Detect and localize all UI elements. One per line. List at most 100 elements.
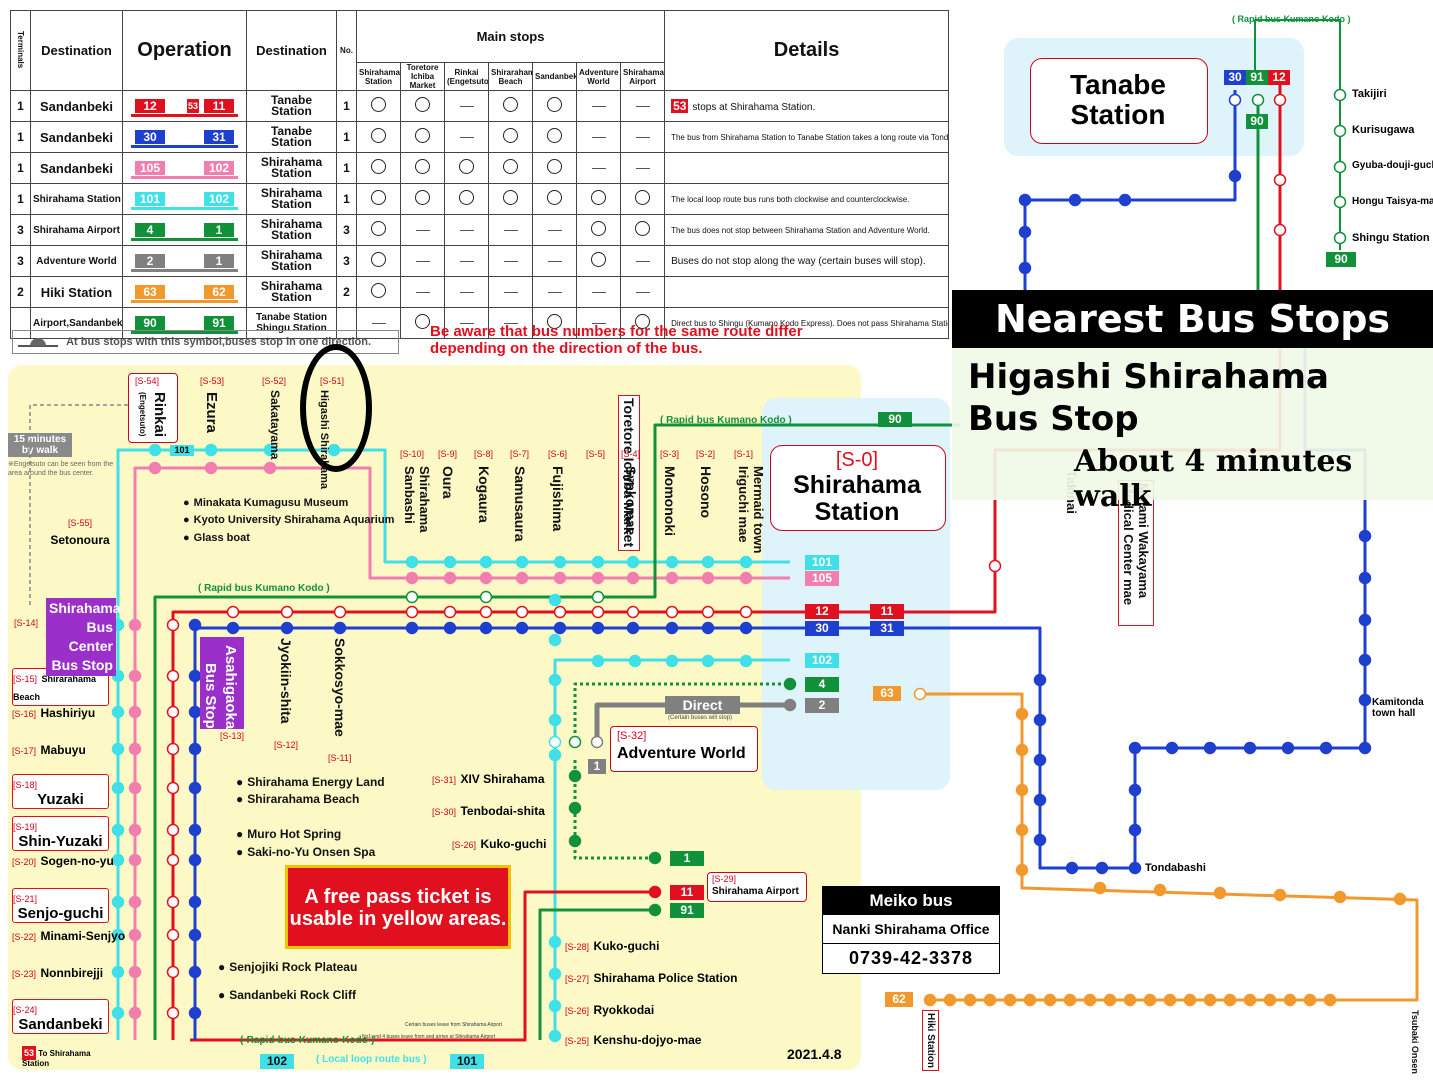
stop-code: [S-7] (510, 449, 530, 459)
stop-code: [S-3] (660, 449, 680, 459)
airport-note-1: Certain buses leave from Shirahama Airpo… (405, 1022, 502, 1028)
stops-here-icon (371, 190, 386, 205)
stop-code: [S-17] (12, 746, 37, 756)
stop-dot (188, 1006, 202, 1020)
stop-dot (648, 851, 662, 865)
direct-sub: (Certain buses will stop) (668, 715, 733, 721)
kumano-stop: Shingu Station (1352, 232, 1430, 244)
poi-energy-land: Shirahama Energy Land (236, 775, 384, 789)
bus-11-station: 11 (870, 604, 904, 619)
stop-dot (739, 654, 753, 668)
stop-cell (576, 245, 621, 277)
stop-dot (166, 965, 180, 979)
meiko-phone[interactable]: 0739-42-3378 (848, 948, 974, 968)
stop-dot (548, 593, 562, 607)
stop-ezura: Ezura (203, 392, 220, 433)
bus-31-station: 31 (870, 621, 904, 636)
stop-dot (548, 999, 562, 1013)
stop-cell (619, 245, 666, 277)
airport-route-stop: [S-26] Kuko-guchi (452, 837, 547, 851)
operation-cell: 2 1 (122, 245, 247, 277)
no-stop-icon (459, 106, 474, 108)
airport-route-stop: [S-31] XIV Shirahama (432, 772, 545, 786)
stop-cell (444, 121, 489, 153)
no-stop-icon (591, 106, 606, 108)
header-details: Details (664, 10, 950, 91)
operation-cell: 4 1 (122, 214, 247, 246)
stop-hiki-station: Hiki Station (922, 1010, 939, 1072)
stop-dot (128, 823, 142, 837)
destination-cell: Airport,Sandanbeki (30, 307, 123, 339)
poi-kyoto-aquarium: Kyoto University Shirahama Aquarium (183, 514, 395, 526)
bus-badge: 62 (204, 285, 234, 299)
stop-dot (548, 1029, 562, 1043)
stop-code: [S-8] (474, 449, 494, 459)
stop-code-s12: [S-12] (274, 740, 299, 750)
rinkai-box (128, 373, 178, 443)
stop-name: Senjo-guchi (17, 905, 104, 922)
stops-here-icon (371, 128, 386, 143)
no-stop-icon (459, 137, 474, 139)
stop-dot (1063, 993, 1077, 1007)
stop-dot (665, 621, 679, 635)
stops-here-icon (415, 128, 430, 143)
stop-code-s11: [S-11] (328, 753, 352, 763)
stop-dot (1103, 993, 1117, 1007)
stop-label: Shirahama Sanbashi (402, 466, 432, 533)
stop-sakatayama: Sakatayama (268, 390, 282, 460)
stop-dot (166, 895, 180, 909)
stop-dot (333, 605, 347, 619)
stops-here-icon (547, 314, 562, 329)
direction-warning: Be aware that bus numbers for the same r… (430, 323, 803, 357)
stop-cell (488, 307, 533, 339)
bus-4-station: 4 (805, 677, 839, 692)
stop-cell (400, 214, 445, 246)
stop-dot (591, 621, 605, 635)
stop-dot (405, 605, 419, 619)
stop-dot (204, 443, 218, 457)
stop-dot (1273, 888, 1287, 902)
airport-route-stop: [S-28] Kuko-guchi (565, 939, 660, 953)
stop-cell (400, 307, 445, 339)
stop-dot (1333, 890, 1347, 904)
stop-dot (515, 621, 529, 635)
stops-here-icon (371, 97, 386, 112)
stop-dot (1043, 993, 1057, 1007)
stop-code: [S-15] (13, 674, 38, 684)
poi-muro-hot-spring: Muro Hot Spring (236, 827, 341, 841)
stop-dot (591, 654, 605, 668)
stop-dot (166, 928, 180, 942)
stop-dot (1243, 993, 1257, 1007)
kumano-stop: Takijiri (1352, 88, 1387, 100)
bus-badge: 91 (204, 316, 234, 330)
bus-90-tanabe: 90 (1246, 114, 1268, 129)
stop-cell (576, 307, 621, 339)
stop-dot (226, 621, 240, 635)
stop-dot (128, 618, 142, 632)
stops-here-icon (591, 190, 606, 205)
stop-dot (701, 555, 715, 569)
loop-label: ( Local loop route bus ) (316, 1054, 427, 1065)
stop-dot (111, 742, 125, 756)
no-stop-icon (503, 323, 518, 325)
stop-dot (1118, 193, 1132, 207)
stops-here-icon (591, 252, 606, 267)
poi-senjojiki: Senjojiki Rock Plateau (218, 960, 357, 974)
stop-dot (1323, 993, 1337, 1007)
stop-label: Mermaid town Iriguchi mae (736, 466, 766, 554)
poi-minakata-museum: Minakata Kumagusu Museum (183, 497, 349, 509)
stop-code: [S-9] (438, 449, 458, 459)
stop-label: Toretore Ichiba Market (618, 395, 640, 551)
stop-name: Setonoura (50, 533, 110, 547)
stop-code-s52: [S-52] (262, 376, 287, 386)
destination-cell: Hiki Station (30, 276, 123, 308)
stop-cell (400, 245, 445, 277)
stop-dot (648, 903, 662, 917)
bus-badge: 101 (135, 192, 165, 206)
nearest-bus-stops-panel: Higashi Shirahama Bus Stop About 4 minut… (952, 348, 1433, 514)
stop-code-s53: [S-53] (200, 376, 225, 386)
destination-cell: Shirahama Station (246, 276, 337, 308)
